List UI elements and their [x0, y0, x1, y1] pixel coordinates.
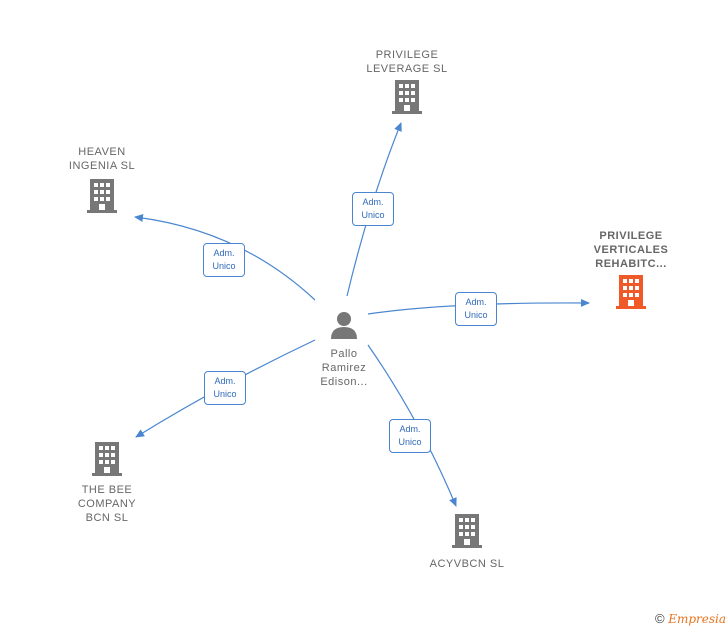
company-node-the-bee-company[interactable]: THE BEE COMPANY BCN SL: [58, 442, 156, 525]
person-node[interactable]: Pallo Ramirez Edison...: [304, 310, 384, 389]
building-icon: [616, 275, 646, 314]
empresia-watermark: © Empresia: [655, 611, 726, 626]
building-icon: [87, 179, 117, 218]
company-label: PRIVILEGE VERTICALES REHABITC...: [593, 230, 669, 270]
copyright-symbol: ©: [654, 611, 665, 626]
company-node-heaven-ingenia[interactable]: HEAVEN INGENIA SL: [53, 145, 151, 218]
role-label-privilege-verticales[interactable]: Adm. Unico: [455, 292, 497, 326]
company-node-acyvbcn[interactable]: ACYVBCN SL: [418, 514, 516, 571]
person-icon: [330, 310, 358, 345]
role-label-privilege-leverage[interactable]: Adm. Unico: [352, 192, 394, 226]
company-label: PRIVILEGE LEVERAGE SL: [366, 49, 448, 75]
person-label: Pallo Ramirez Edison...: [320, 348, 368, 388]
company-node-privilege-verticales[interactable]: PRIVILEGE VERTICALES REHABITC...: [576, 229, 686, 314]
brand-logo: Empresia: [668, 612, 726, 626]
building-icon: [392, 80, 422, 119]
role-label-acyvbcn[interactable]: Adm. Unico: [389, 419, 431, 453]
role-label-heaven-ingenia[interactable]: Adm. Unico: [203, 243, 245, 277]
company-node-privilege-leverage[interactable]: PRIVILEGE LEVERAGE SL: [358, 48, 456, 119]
role-label-the-bee-company[interactable]: Adm. Unico: [204, 371, 246, 405]
company-label: ACYVBCN SL: [429, 558, 505, 570]
company-label: HEAVEN INGENIA SL: [68, 146, 136, 172]
building-icon: [452, 514, 482, 553]
building-icon: [92, 442, 122, 481]
company-label: THE BEE COMPANY BCN SL: [77, 484, 137, 524]
